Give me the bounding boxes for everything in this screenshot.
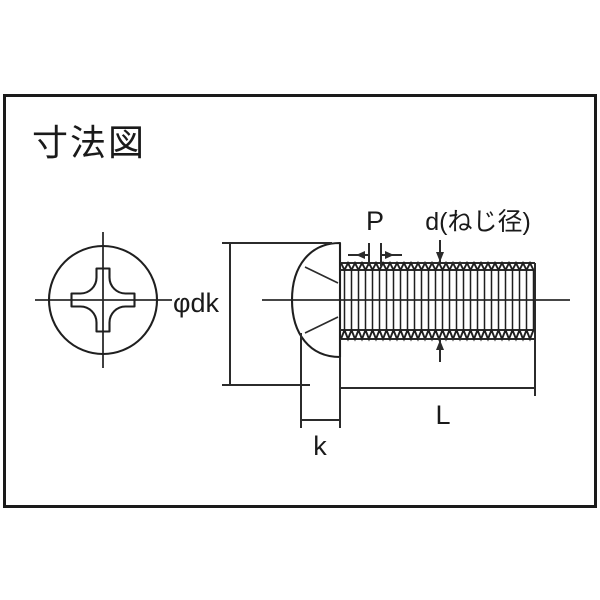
side-view-group <box>262 241 570 359</box>
dimension-head-diameter: φdk <box>173 242 332 386</box>
screw-head-circle <box>47 244 159 356</box>
label-length: L <box>435 400 450 430</box>
thread-internal-lines <box>343 270 535 330</box>
dimension-thread-diameter: d(ねじ径) <box>418 208 531 362</box>
head-recess-line-upper <box>304 266 339 284</box>
d-arrow-bottom <box>436 340 444 350</box>
label-thread-diameter: d(ねじ径) <box>425 208 531 236</box>
thread-profile-top <box>340 260 535 273</box>
label-head-diameter: φdk <box>173 288 220 318</box>
d-arrow-top <box>436 252 444 262</box>
pitch-arrow-left <box>356 251 365 259</box>
label-head-height: k <box>313 431 327 461</box>
dimension-length: L <box>339 339 536 430</box>
phillips-cross-recess <box>70 267 136 333</box>
dimension-pitch: P <box>348 206 402 266</box>
page-title: 寸法図 <box>32 122 146 163</box>
thread-profile-bottom <box>340 327 535 342</box>
pitch-arrow-right <box>385 251 394 259</box>
label-pitch: P <box>366 206 384 236</box>
pan-head-dome-outline <box>290 241 342 359</box>
head-recess-line-lower <box>304 316 339 334</box>
end-view-group <box>35 232 172 368</box>
